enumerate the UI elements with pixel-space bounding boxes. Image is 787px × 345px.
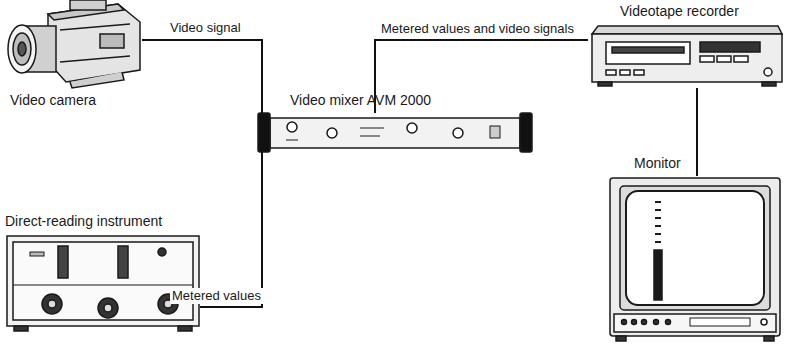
instrument-node: Direct-reading instrument	[5, 234, 200, 332]
device-caption: Video mixer AVM 2000	[290, 92, 431, 109]
signal-label: Metered values	[170, 288, 263, 304]
monitor-drawing	[610, 178, 780, 341]
monitor-node: Monitor	[608, 176, 782, 341]
direct-reading-instrument-drawing	[7, 236, 199, 331]
video-camera-drawing	[8, 0, 140, 88]
mixer-node: Video mixer AVM 2000	[258, 113, 532, 152]
camera-node: Video camera	[2, 2, 142, 88]
device-caption: Videotape recorder	[620, 3, 739, 20]
video-mixer-drawing	[258, 113, 532, 152]
signal-label: Metered values and video signals	[379, 21, 576, 37]
recorder-node: Videotape recorder	[588, 24, 783, 88]
device-caption: Video camera	[10, 92, 96, 109]
signal-cable	[200, 152, 262, 307]
signal-label: Video signal	[168, 20, 243, 36]
signal-cable	[696, 88, 698, 176]
device-caption: Monitor	[634, 155, 681, 172]
videotape-recorder-drawing	[592, 26, 782, 86]
signal-cable	[142, 40, 262, 113]
device-caption: Direct-reading instrument	[5, 213, 162, 230]
